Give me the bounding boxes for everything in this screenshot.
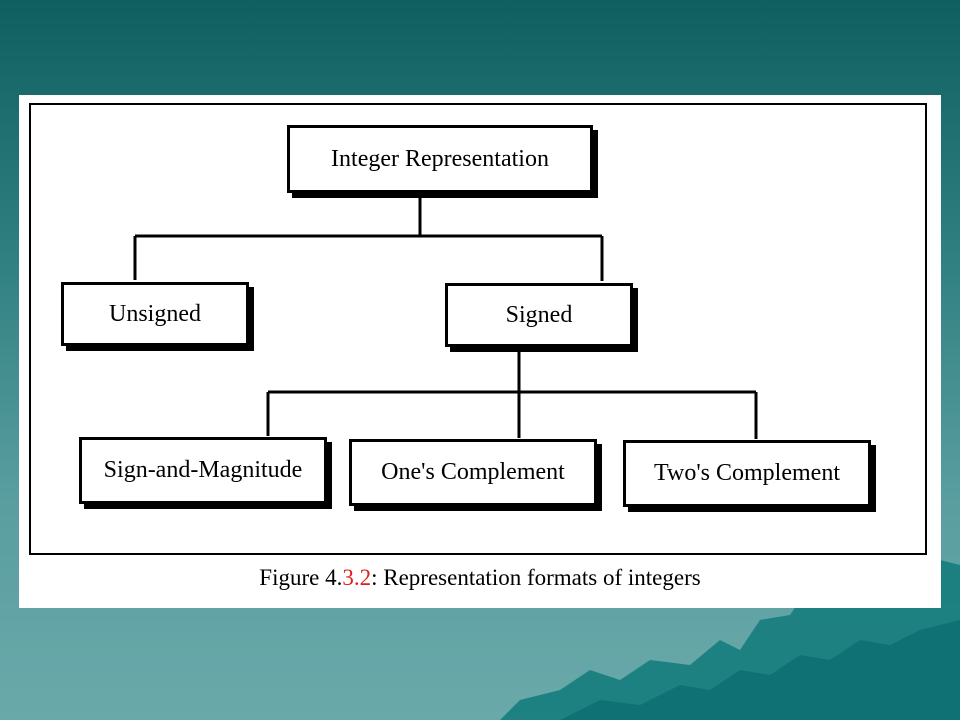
figure-frame <box>29 103 927 555</box>
node-sign-and-magnitude: Sign-and-Magnitude <box>79 437 327 504</box>
caption-suffix: : Representation formats of integers <box>371 565 701 590</box>
tree-connectors <box>133 195 758 439</box>
node-twos-complement: Two's Complement <box>623 440 871 507</box>
node-integer-representation: Integer Representation <box>287 125 593 193</box>
node-ones-complement: One's Complement <box>349 439 597 506</box>
figure-image: Integer Representation Unsigned Signed S… <box>19 95 941 608</box>
node-unsigned: Unsigned <box>61 282 249 346</box>
caption-prefix: Figure 4. <box>259 565 343 590</box>
figure-caption: Figure 4.3.2: Representation formats of … <box>19 565 941 591</box>
caption-highlight: 3.2 <box>342 565 372 590</box>
node-signed: Signed <box>445 283 633 347</box>
